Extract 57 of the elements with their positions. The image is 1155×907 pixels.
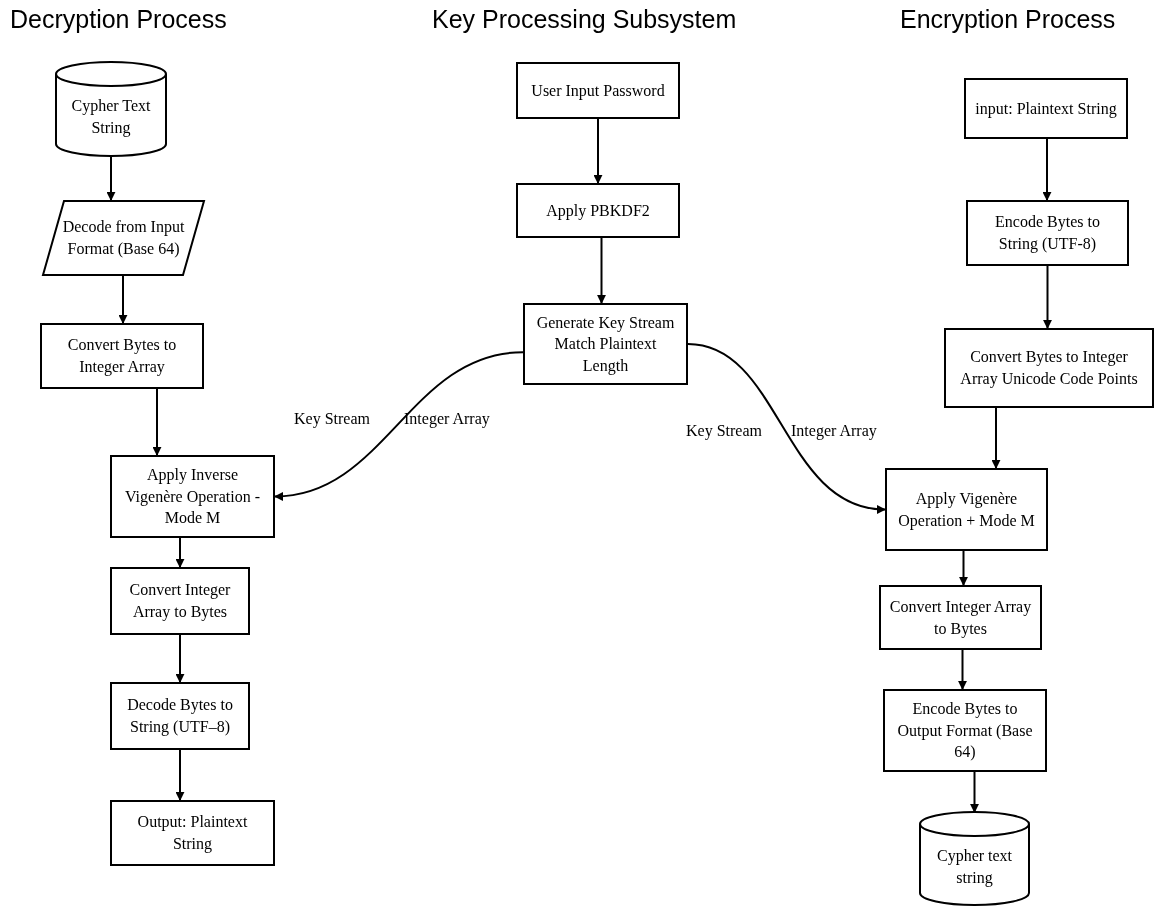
arrow bbox=[970, 771, 979, 813]
process-box bbox=[879, 585, 1042, 650]
cylinder-node bbox=[919, 812, 1030, 905]
process-box bbox=[516, 183, 680, 238]
process-box bbox=[110, 455, 275, 538]
arrow bbox=[106, 155, 116, 201]
arrow bbox=[597, 237, 606, 304]
node-text: Cypher text string bbox=[935, 845, 1014, 889]
arrow bbox=[593, 118, 603, 184]
process-box bbox=[110, 800, 275, 866]
node-text: Decode Bytes to String (UTF–8) bbox=[126, 695, 234, 738]
node-text: Decode from Input Format (Base 64) bbox=[61, 217, 186, 260]
arrow bbox=[274, 351, 524, 501]
process-box bbox=[944, 328, 1154, 408]
cylinder-node bbox=[55, 62, 167, 156]
column-heading: Encryption Process bbox=[900, 5, 1116, 34]
node-text: Apply Inverse Vigenère Operation - Mode M bbox=[124, 465, 261, 529]
arrow bbox=[175, 537, 185, 568]
column-heading: Decryption Process bbox=[10, 5, 227, 34]
arrow bbox=[991, 407, 1001, 469]
process-box bbox=[883, 689, 1047, 772]
arrow bbox=[118, 275, 128, 324]
arrow bbox=[687, 343, 886, 513]
arrow bbox=[175, 634, 185, 683]
node-text: input: Plaintext String bbox=[974, 98, 1118, 120]
process-box bbox=[110, 567, 250, 635]
arrow bbox=[959, 550, 968, 586]
node-text: User Input Password bbox=[530, 80, 666, 102]
node-text: Apply Vigenère Operation + Mode M bbox=[897, 488, 1036, 532]
process-box bbox=[885, 468, 1048, 551]
stream-label: Key Stream bbox=[294, 410, 370, 428]
node-text: Output: Plaintext String bbox=[136, 812, 249, 855]
arrow bbox=[1043, 265, 1052, 329]
process-box bbox=[964, 78, 1128, 139]
arrow bbox=[175, 749, 185, 801]
arrow bbox=[958, 649, 967, 690]
node-text: Generate Key Stream Match Plaintext Length bbox=[535, 312, 676, 377]
node-text: Convert Integer Array to Bytes bbox=[888, 596, 1033, 640]
node-text: Convert Bytes to Integer Array bbox=[66, 335, 178, 378]
process-box bbox=[966, 200, 1129, 266]
node-text: Convert Bytes to Integer Array Unicode Code Points bbox=[959, 347, 1139, 390]
process-box bbox=[523, 303, 688, 385]
arrow bbox=[1042, 138, 1052, 201]
node-text: Encode Bytes to String (UTF-8) bbox=[994, 212, 1101, 255]
node-text: Apply PBKDF2 bbox=[545, 200, 651, 222]
parallelogram-node bbox=[42, 200, 205, 276]
node-text: Cypher Text String bbox=[70, 96, 152, 139]
column-heading: Key Processing Subsystem bbox=[432, 5, 737, 34]
stream-label: Integer Array bbox=[404, 410, 490, 428]
arrow bbox=[152, 388, 162, 456]
process-box bbox=[40, 323, 204, 389]
stream-label: Integer Array bbox=[791, 422, 877, 440]
process-box bbox=[516, 62, 680, 119]
stream-label: Key Stream bbox=[686, 422, 762, 440]
node-text: Convert Integer Array to Bytes bbox=[128, 580, 232, 623]
process-box bbox=[110, 682, 250, 750]
node-text: Encode Bytes to Output Format (Base 64) bbox=[896, 699, 1034, 763]
